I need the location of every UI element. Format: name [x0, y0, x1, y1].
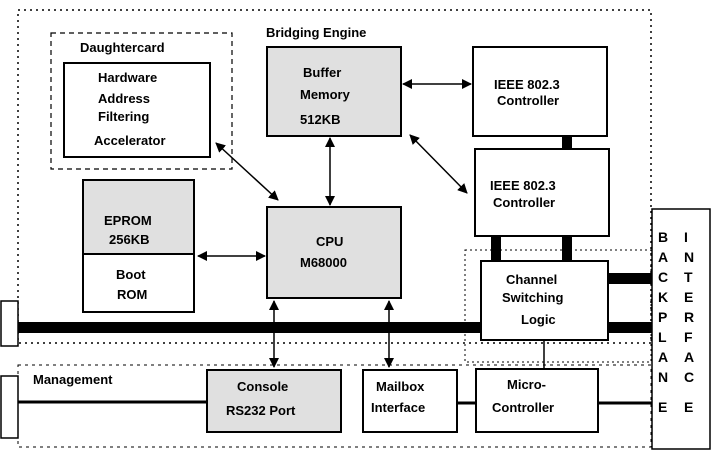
ieee-mid-line-1: IEEE 802.3 [490, 178, 556, 193]
mailbox-interface-block: Mailbox Interface [363, 370, 457, 432]
interface-letter: T [684, 269, 693, 285]
interface-letter: E [684, 399, 693, 415]
interface-letter: E [684, 289, 693, 305]
hw-filter-block: Hardware Address Filtering Accelerator [64, 63, 210, 157]
backplane-letter: C [658, 269, 668, 285]
backplane-letter: A [658, 349, 668, 365]
backplane-interface-block: B A C K P L A N E I N T E R F A C E [652, 209, 710, 449]
cpu-line-1: CPU [316, 234, 343, 249]
channel-switch-line-2: Switching [502, 290, 563, 305]
backplane-letter: B [658, 229, 668, 245]
backplane-letter: P [658, 309, 667, 325]
hw-filter-line-1: Hardware [98, 70, 157, 85]
backplane-letter: N [658, 369, 668, 385]
interface-letter: C [684, 369, 694, 385]
mailbox-line-2: Interface [371, 400, 425, 415]
hw-filter-line-4: Accelerator [94, 133, 166, 148]
ieee-mid-line-2: Controller [493, 195, 555, 210]
backplane-letter: A [658, 249, 668, 265]
ieee-controller-mid-block: IEEE 802.3 Controller [475, 149, 609, 236]
console-block: Console RS232 Port [207, 370, 341, 432]
interface-letter: N [684, 249, 694, 265]
ieee-mid-switch-link-left [491, 236, 501, 261]
eprom-line-1: EPROM [104, 213, 152, 228]
cpu-line-2: M68000 [300, 255, 347, 270]
micro-line-2: Controller [492, 400, 554, 415]
main-bus [18, 322, 481, 333]
console-line-1: Console [237, 379, 288, 394]
channel-switching-block: Channel Switching Logic [481, 261, 608, 340]
backplane-letter: E [658, 399, 667, 415]
ieee-top-line-1: IEEE 802.3 [494, 77, 560, 92]
ieee-top-line-2: Controller [497, 93, 559, 108]
daughtercard-label: Daughtercard [80, 40, 165, 55]
console-line-2: RS232 Port [226, 403, 296, 418]
ieee-mid-switch-link-right [562, 236, 572, 261]
microcontroller-block: Micro- Controller [476, 369, 598, 432]
eprom-line-2: 256KB [109, 232, 149, 247]
hw-filter-line-2: Address [98, 91, 150, 106]
interface-letter: A [684, 349, 694, 365]
interface-letter: F [684, 329, 693, 345]
ieee-top-mid-link [562, 136, 572, 150]
edge-connector-management [1, 376, 18, 438]
channel-switch-line-3: Logic [521, 312, 556, 327]
buffer-memory-line-1: Buffer [303, 65, 341, 80]
micro-line-1: Micro- [507, 377, 546, 392]
backplane-bus-upper [608, 273, 653, 284]
channel-switch-line-1: Channel [506, 272, 557, 287]
hw-filter-line-3: Filtering [98, 109, 149, 124]
buffer-memory-line-3: 512KB [300, 112, 340, 127]
cpu-block: CPU M68000 [267, 207, 401, 298]
eprom-boot-rom-block: EPROM 256KB Boot ROM [83, 180, 194, 312]
interface-letter: I [684, 229, 688, 245]
backplane-letter: K [658, 289, 668, 305]
ieee-controller-top-block: IEEE 802.3 Controller [473, 47, 607, 136]
arrow-buffer-ieee-mid [410, 135, 467, 193]
arrow-filter-cpu [216, 143, 278, 200]
backplane-bus-lower [608, 322, 653, 333]
bridging-engine-label: Bridging Engine [266, 25, 366, 40]
mailbox-line-1: Mailbox [376, 379, 425, 394]
buffer-memory-block: Buffer Memory 512KB [267, 47, 401, 136]
buffer-memory-line-2: Memory [300, 87, 351, 102]
edge-connector-main [1, 301, 18, 346]
backplane-letter: L [658, 329, 667, 345]
boot-rom-line-1: Boot [116, 267, 146, 282]
boot-rom-line-2: ROM [117, 287, 147, 302]
management-label: Management [33, 372, 113, 387]
interface-letter: R [684, 309, 694, 325]
